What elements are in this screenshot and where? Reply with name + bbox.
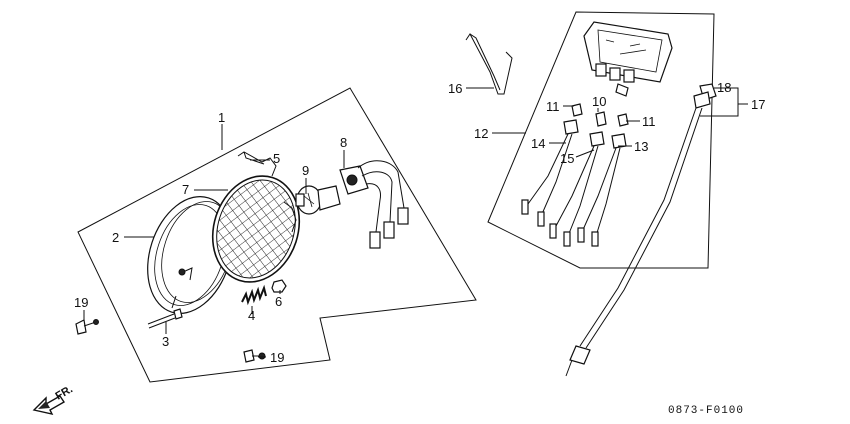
callout-2: 2	[112, 230, 119, 245]
callout-17: 17	[751, 97, 765, 112]
callout-14: 14	[531, 136, 545, 151]
callout-16: 16	[448, 81, 462, 96]
callout-1: 1	[218, 110, 225, 125]
bolt-19-left	[75, 319, 99, 335]
callout-10: 10	[592, 94, 606, 109]
bulb-socket	[339, 160, 409, 249]
callout-19-bottom: 19	[270, 350, 284, 365]
leader-lines	[83, 87, 748, 358]
callout-7: 7	[182, 182, 189, 197]
adjusting-screw	[147, 308, 183, 329]
socket-15	[549, 131, 605, 247]
callout-19-left: 19	[74, 295, 88, 310]
meter-housing	[583, 21, 673, 97]
callout-9: 9	[302, 163, 309, 178]
callout-15: 15	[560, 151, 574, 166]
headlight-bulb	[295, 185, 341, 215]
callout-12: 12	[474, 126, 488, 141]
indicator-bulbs	[571, 103, 629, 127]
front-direction-arrow-icon	[32, 395, 65, 416]
bolt-19-bottom	[243, 349, 266, 363]
meter-group-outline	[487, 11, 715, 269]
speedometer-cable	[565, 83, 717, 377]
callout-4: 4	[248, 308, 255, 323]
coil-spring	[241, 284, 267, 306]
nut	[271, 279, 287, 293]
headlight-group-outline	[77, 87, 477, 383]
spring-clip	[237, 151, 277, 177]
direction-label: FR.	[54, 383, 75, 402]
callout-5: 5	[273, 151, 280, 166]
callout-11-left: 11	[546, 99, 560, 114]
headlight-unit	[211, 175, 301, 283]
callout-18: 18	[717, 80, 731, 95]
callout-3: 3	[162, 334, 169, 349]
socket-14	[521, 119, 579, 227]
callout-11-right: 11	[642, 114, 656, 129]
wire-bracket	[465, 33, 513, 95]
diagram-code: 0873-F0100	[668, 405, 744, 417]
callout-6: 6	[275, 294, 282, 309]
callout-13: 13	[634, 139, 648, 154]
callout-8: 8	[340, 135, 347, 150]
